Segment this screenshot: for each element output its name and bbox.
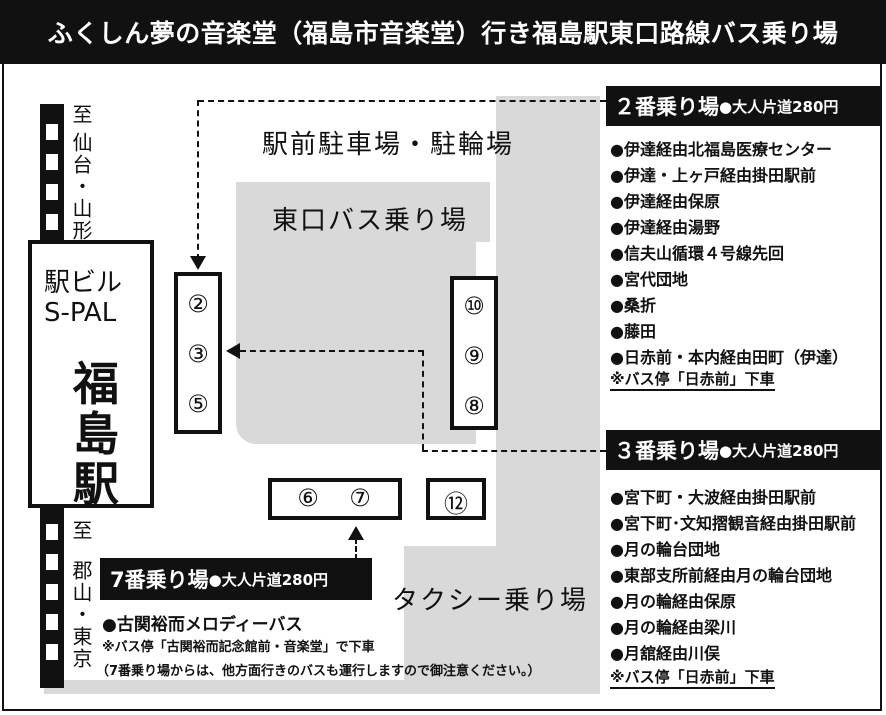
route-item: ●桑折 <box>610 296 656 315</box>
bus-area-label: 東口バス乗り場 <box>272 206 469 236</box>
route-item: ●月の輪経由梁川 <box>610 618 736 637</box>
page-title: ふくしん夢の音楽堂（福島市音楽堂）行き福島駅東口路線バス乗り場 <box>0 0 886 64</box>
route-item: ●信夫山循環４号線先回 <box>610 244 784 263</box>
station-name-char: 福 <box>73 357 119 411</box>
stop7-fare: ●大人片道280円 <box>208 570 329 589</box>
plaza-link <box>236 444 490 464</box>
bus-stop-5: ⑤ <box>187 390 209 418</box>
stop7-arrow-line <box>355 538 357 568</box>
stop2-title: ２番乗り場 <box>614 95 719 119</box>
stop3-header: ３番乗り場 ●大人片道280円 <box>606 430 880 470</box>
stop7-caution: （7番乗り場からは、他方面行きのバスも運行しますので御注意ください。） <box>96 664 541 679</box>
arrow-head-icon <box>348 526 364 540</box>
fukushima-station-building: 駅ビル S-PAL 福 島 駅 <box>28 240 154 511</box>
parking-area <box>496 96 600 546</box>
bus-stop-8: ⑧ <box>463 392 485 420</box>
route-item: ●宮下町・大波経由掛田駅前 <box>610 488 816 507</box>
stop7-route: ●古関裕而メロディーバス <box>102 615 303 635</box>
stop2-arrow-line <box>198 100 606 102</box>
stop3-arrow-line <box>240 350 424 352</box>
stop7-header: 7番乗り場 ●大人片道280円 <box>100 558 372 600</box>
bus-stop-group-right <box>450 276 498 430</box>
stop2-arrow-line <box>197 100 199 260</box>
route-item: ●宮下町･文知摺観音経由掛田駅前 <box>610 514 856 533</box>
route-item: ●伊達経由保原 <box>610 192 720 211</box>
stop2-alight-note: ※バス停「日赤前」下車 <box>610 368 775 391</box>
stop7-title: 7番乗り場 <box>110 568 209 592</box>
stop3-arrow-line <box>422 450 606 452</box>
east-exit-plaza-right <box>400 182 490 242</box>
route-item: ●伊達経由北福島医療センター <box>610 140 832 159</box>
bus-stop-group-left <box>174 272 222 434</box>
route-item: ●月の輪経由保原 <box>610 592 736 611</box>
road-strip <box>404 546 600 682</box>
taxi-label: タクシー乗り場 <box>392 586 589 616</box>
bus-stop-10: ⑩ <box>463 292 485 320</box>
arrow-head-icon <box>226 343 240 359</box>
route-item: ●宮代団地 <box>610 270 688 289</box>
station-mall-name: S-PAL <box>44 298 117 328</box>
route-item: ●伊達・上ヶ戸経由掛田駅前 <box>610 166 816 185</box>
station-building-label: 駅ビル <box>44 268 123 298</box>
stop7-alight-note: ※バス停「古関裕而記念館前・音楽堂」で下車 <box>102 640 375 655</box>
bus-stop-2: ② <box>187 290 209 318</box>
arrow-head-icon <box>190 256 206 270</box>
bus-stop-group-bottom <box>268 478 402 520</box>
route-item: ●日赤前・本内経由田町（伊達） <box>610 348 848 367</box>
route-item: ●藤田 <box>610 322 656 341</box>
stop3-alight-note: ※バス停「日赤前」下車 <box>610 666 775 689</box>
stop2-header: ２番乗り場 ●大人片道280円 <box>606 86 880 126</box>
stop3-arrow-line <box>422 350 424 450</box>
bus-stop-9: ⑨ <box>463 342 485 370</box>
route-item: ●月の輪台団地 <box>610 540 720 559</box>
station-name-char: 駅 <box>73 457 119 511</box>
route-item: ●伊達経由湯野 <box>610 218 720 237</box>
stop3-fare: ●大人片道280円 <box>719 441 839 460</box>
stop3-title: ３番乗り場 <box>614 439 719 463</box>
route-item: ●東部支所前経由月の輪台団地 <box>610 566 832 585</box>
station-name-char: 島 <box>73 407 119 461</box>
bus-stop-6: ⑥ <box>297 484 319 512</box>
south-destination: 郡山・東京 <box>69 560 93 670</box>
north-destination: 仙台・山形 <box>69 132 93 242</box>
bus-stop-3: ③ <box>187 340 209 368</box>
route-item: ●月舘経由川俣 <box>610 644 720 663</box>
parking-label: 駅前駐車場・駐輪場 <box>262 130 515 160</box>
stop2-fare: ●大人片道280円 <box>719 97 839 116</box>
bus-stop-group-single <box>426 478 486 520</box>
bus-stop-7: ⑦ <box>349 484 371 512</box>
bus-stop-12: ⑫ <box>444 490 468 518</box>
south-to-label: 至 <box>69 520 93 542</box>
north-to-label: 至 <box>69 104 93 126</box>
road-bottom <box>44 680 600 694</box>
